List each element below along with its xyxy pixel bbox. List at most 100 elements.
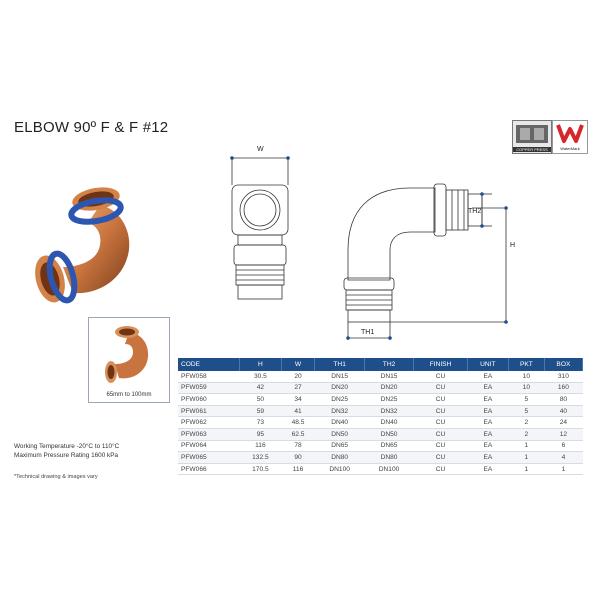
table-cell: 50 [239,393,282,406]
table-cell: 10 [508,382,545,395]
table-cell: 34 [281,393,315,406]
table-cell: EA [467,371,509,383]
working-temperature: Working Temperature -20°C to 110°C [14,443,120,450]
table-cell: 30.5 [239,371,282,383]
large-elbow-photo [105,326,149,383]
copper-press-logo: COPPER PRESS [512,120,552,154]
dim-label-h: H [510,242,515,249]
table-cell: 27 [281,382,315,395]
technical-drawing: W TH2 H TH1 [230,146,515,340]
table-cell: 132.5 [239,451,282,464]
table-cell: 1 [508,463,545,476]
table-cell: DN100 [364,463,414,476]
table-cell: 78 [281,440,315,453]
table-cell: 12 [544,428,583,441]
copper-press-label: COPPER PRESS [513,147,551,152]
table-cell: DN32 [364,405,414,418]
dim-label-th2: TH2 [468,208,481,215]
table-cell: DN20 [364,382,414,395]
column-header: W [281,358,316,371]
table-cell: 40 [544,405,583,418]
column-header: H [239,358,282,371]
column-header: BOX [544,358,584,371]
table-cell: 2 [508,428,545,441]
table-cell: DN25 [314,393,365,406]
watermark-w-icon [556,124,584,143]
table-cell: PFW061 [178,405,240,418]
elbow-product-photo [35,187,130,304]
operating-specs: Working Temperature -20°C to 110°C Maxim… [14,442,119,461]
table-cell: DN20 [314,382,365,395]
table-cell: CU [413,382,468,395]
side-view-elbow [347,187,436,281]
column-header: TH1 [314,358,365,371]
table-cell: DN65 [314,440,365,453]
table-cell: CU [413,416,468,429]
column-header: FINISH [413,358,468,371]
table-cell: 62.5 [281,428,315,441]
table-cell: 2 [508,416,545,429]
table-cell: 116 [239,440,282,453]
table-cell: 80 [544,393,583,406]
table-cell: 24 [544,416,583,429]
thumbnail-caption: 65mm to 100mm [106,392,152,398]
table-cell: 1 [508,451,545,464]
table-cell: 1 [544,463,583,476]
table-cell: DN50 [364,428,414,441]
table-cell: 4 [544,451,583,464]
column-header: CODE [178,358,241,371]
table-cell: 59 [239,405,282,418]
table-cell: CU [413,463,468,476]
table-cell: PFW065 [178,451,240,464]
copper-press-icon [516,125,548,143]
table-cell: 48.5 [281,416,315,429]
table-cell: 95 [239,428,282,441]
table-cell: 310 [544,371,583,383]
table-cell: CU [413,428,468,441]
table-cell: CU [413,440,468,453]
table-cell: EA [467,440,509,453]
table-cell: DN25 [364,393,414,406]
dim-label-th1: TH1 [361,329,374,336]
watermark-label: WaterMark [560,146,580,151]
large-elbow-thumbnail: 65mm to 100mm [88,317,170,403]
watermark-logo: WaterMark [552,120,588,154]
max-pressure-rating: Maximum Pressure Rating 1600 kPa [14,452,119,460]
table-cell: 20 [281,371,315,383]
table-cell: PFW062 [178,416,240,429]
table-cell: DN32 [314,405,365,418]
table-cell: 42 [239,382,282,395]
table-cell: 5 [508,405,545,418]
table-cell: 6 [544,440,583,453]
table-cell: EA [467,382,509,395]
table-cell: DN65 [364,440,414,453]
table-cell: 10 [508,371,545,383]
column-header: UNIT [467,358,509,371]
table-cell: DN15 [364,371,414,383]
table-cell: EA [467,451,509,464]
table-cell: 116 [281,463,315,476]
table-cell: EA [467,416,509,429]
table-cell: EA [467,405,509,418]
table-cell: CU [413,371,468,383]
table-cell: DN15 [314,371,365,383]
footnote: *Technical drawing & images vary [14,474,98,480]
table-cell: 41 [281,405,315,418]
table-cell: PFW060 [178,393,240,406]
table-cell: CU [413,393,468,406]
table-cell: EA [467,463,509,476]
table-cell: DN80 [314,451,365,464]
dim-label-w: W [257,146,264,153]
table-cell: 170.5 [239,463,282,476]
